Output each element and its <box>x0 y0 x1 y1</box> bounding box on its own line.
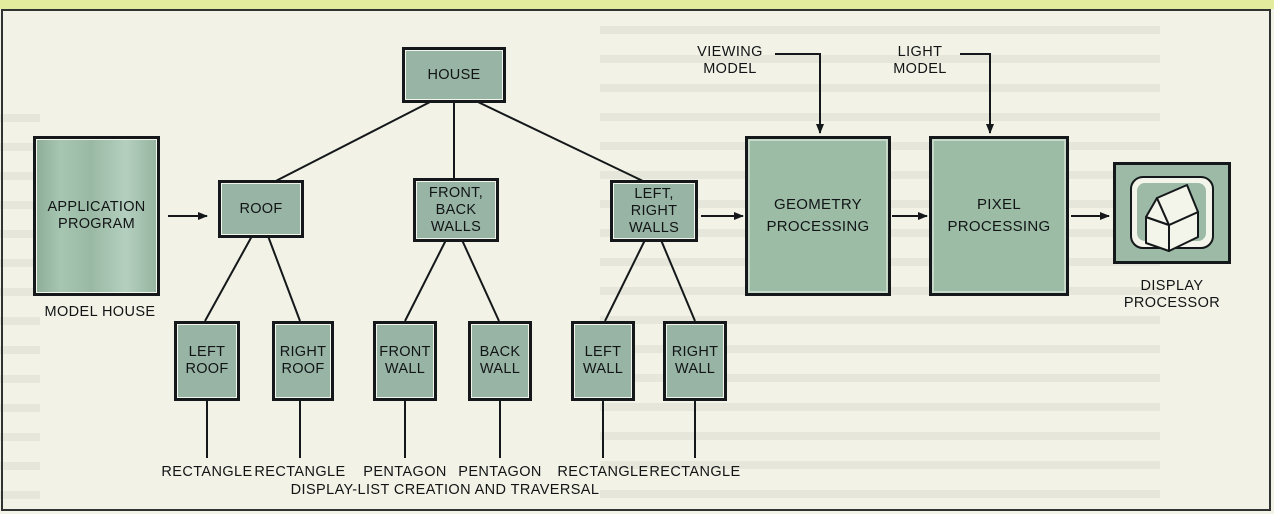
geometry-processing-label: GEOMETRY PROCESSING <box>766 196 870 235</box>
edge-frontback-front <box>404 239 447 322</box>
edge-house-roof <box>265 101 431 187</box>
primitive-label: RECTANGLE <box>557 464 649 480</box>
node-house: HOUSE <box>402 47 506 103</box>
node-back-wall: BACK WALL <box>468 321 532 401</box>
arrow-light-model <box>960 53 994 134</box>
node-left-roof-label: LEFT ROOF <box>185 344 229 377</box>
node-right-wall: RIGHT WALL <box>663 321 727 401</box>
node-roof-label: ROOF <box>239 200 283 217</box>
node-front-back-walls-label: FRONT, BACK WALLS <box>428 184 484 235</box>
primitive-label: RECTANGLE <box>254 464 346 480</box>
display-processor-label: DISPLAY PROCESSOR <box>1123 278 1221 311</box>
node-front-wall: FRONT WALL <box>373 321 437 401</box>
primitive-label: PENTAGON <box>458 464 542 480</box>
pixel-processing-box: PIXEL PROCESSING <box>929 136 1069 296</box>
diagram-caption: DISPLAY-LIST CREATION AND TRAVERSAL <box>290 482 600 498</box>
node-left-wall: LEFT WALL <box>571 321 635 401</box>
node-front-wall-label: FRONT WALL <box>379 344 431 377</box>
geometry-processing-box: GEOMETRY PROCESSING <box>745 136 891 296</box>
edge-roof-rightroof <box>267 235 301 322</box>
primitive-label: PENTAGON <box>363 464 447 480</box>
node-right-roof-label: RIGHT ROOF <box>279 344 327 377</box>
application-program-box: APPLICATION PROGRAM <box>33 136 160 296</box>
node-house-label: HOUSE <box>427 66 481 83</box>
figure-frame <box>1 9 1271 511</box>
application-program-label: APPLICATION PROGRAM <box>47 199 146 232</box>
node-roof: ROOF <box>218 180 304 238</box>
edge-leftright-right <box>660 239 696 322</box>
edge-roof-leftroof <box>204 235 253 322</box>
model-house-caption: MODEL HOUSE <box>44 304 156 320</box>
node-left-wall-label: LEFT WALL <box>582 344 624 377</box>
edge-house-leftright <box>477 101 646 183</box>
node-right-wall-label: RIGHT WALL <box>671 344 719 377</box>
pixel-processing-label: PIXEL PROCESSING <box>947 196 1051 235</box>
display-processor-monitor <box>1113 162 1231 264</box>
viewing-model-label: VIEWING MODEL <box>697 44 763 77</box>
node-left-right-walls-label: LEFT, RIGHT WALLS <box>628 185 680 236</box>
light-model-label: LIGHT MODEL <box>893 44 947 77</box>
edge-frontback-back <box>461 239 500 322</box>
node-left-right-walls: LEFT, RIGHT WALLS <box>610 180 698 242</box>
node-right-roof: RIGHT ROOF <box>272 321 334 401</box>
node-left-roof: LEFT ROOF <box>174 321 240 401</box>
house-icon <box>1145 184 1199 252</box>
arrow-viewing-model <box>775 53 824 134</box>
node-back-wall-label: BACK WALL <box>479 344 521 377</box>
primitive-label: RECTANGLE <box>649 464 741 480</box>
edge-leftright-left <box>604 239 646 322</box>
header-band <box>0 0 1274 9</box>
primitive-label: RECTANGLE <box>161 464 253 480</box>
node-front-back-walls: FRONT, BACK WALLS <box>413 178 499 242</box>
